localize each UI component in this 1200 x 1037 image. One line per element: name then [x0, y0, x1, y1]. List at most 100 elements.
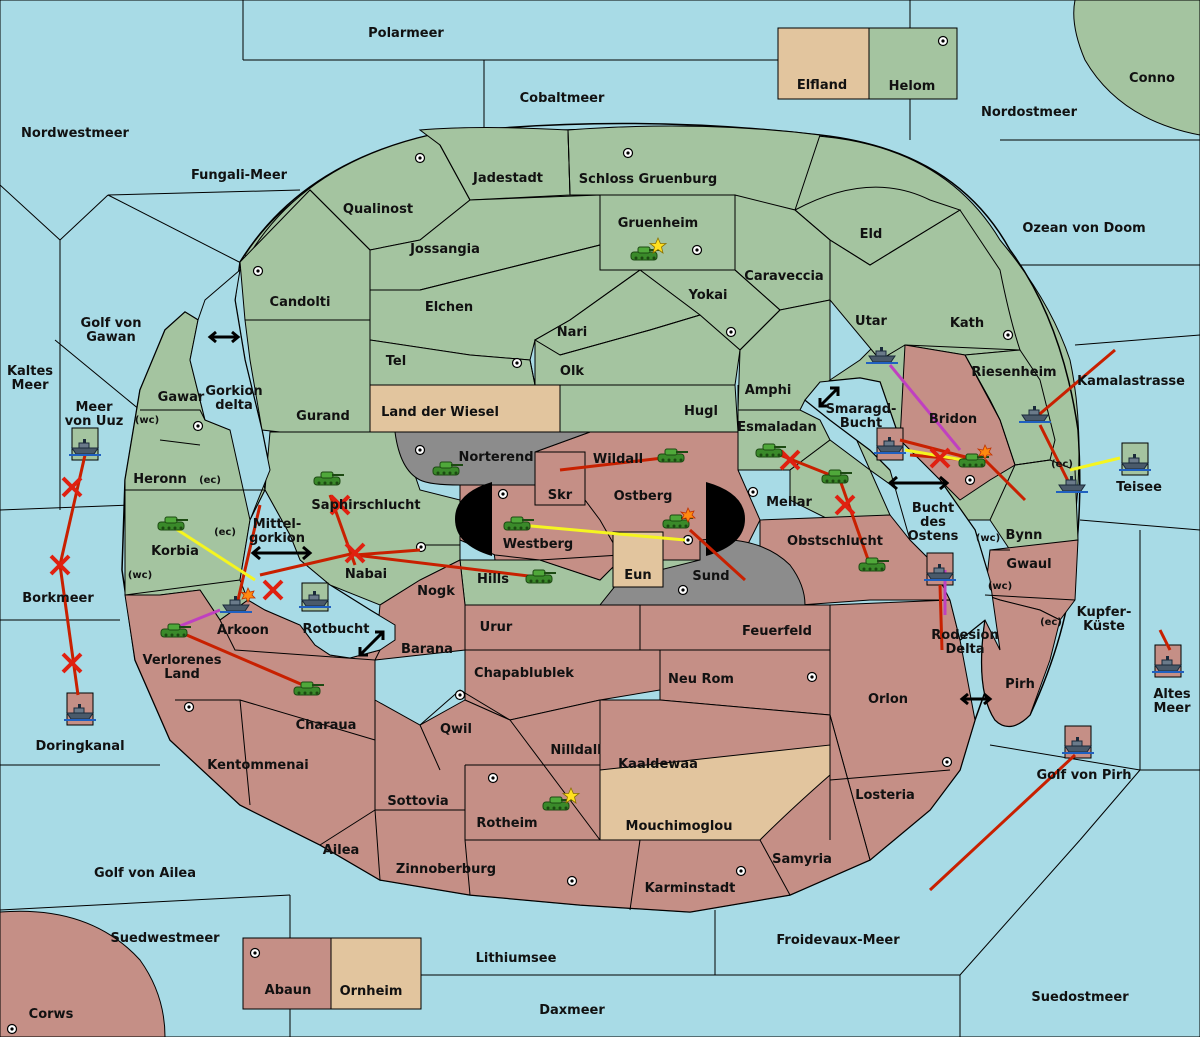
region-ornheim[interactable] — [330, 937, 422, 1010]
double-arrow-icon — [358, 630, 385, 657]
label-schloss-gruenburg: Schloss Gruenburg — [579, 172, 717, 187]
supply-center-icon — [511, 357, 523, 369]
label-eld: Eld — [860, 227, 883, 242]
region-eun[interactable] — [612, 531, 664, 588]
coast-label-wc: (wc) — [976, 533, 1000, 544]
label-helom: Helom — [889, 79, 936, 94]
double-arrow-icon — [818, 386, 840, 408]
label-froidevaux-meer: Froidevaux-Meer — [776, 933, 900, 948]
label-golf-von-pirh: Golf von Pirh — [1036, 768, 1131, 783]
supply-center-icon — [937, 35, 949, 47]
label-ornheim: Ornheim — [340, 984, 403, 999]
region-conno[interactable] — [1073, 0, 1200, 136]
label-daxmeer: Daxmeer — [539, 1003, 605, 1018]
label-teisee: Teisee — [1116, 480, 1162, 495]
label-golf-von-ailea: Golf von Ailea — [94, 866, 196, 881]
label-skr: Skr — [548, 488, 573, 503]
double-arrow-icon — [959, 692, 993, 706]
supply-center-icon — [622, 147, 634, 159]
label-nabai: Nabai — [345, 567, 387, 582]
coast-label-wc: (wc) — [128, 570, 152, 581]
supply-center-icon — [725, 326, 737, 338]
label-arkoon: Arkoon — [217, 623, 269, 638]
label-olk: Olk — [560, 364, 585, 379]
label-qwil: Qwil — [440, 722, 472, 737]
label-caraveccia: Caraveccia — [744, 269, 823, 284]
coast-labels: (wc) (ec) (ec) (wc) (ec) (wc) (wc) (ec) — [128, 415, 1073, 628]
label-jadestadt: Jadestadt — [472, 171, 543, 186]
label-utar: Utar — [855, 314, 888, 329]
label-nogk: Nogk — [417, 584, 455, 599]
double-arrow-icon — [207, 330, 241, 344]
label-qualinost: Qualinost — [343, 202, 413, 217]
label-nilldall: Nilldall — [550, 743, 601, 758]
supply-center-icon — [6, 1023, 18, 1035]
label-samyria: Samyria — [772, 852, 832, 867]
supply-center-icon — [183, 701, 195, 713]
label-mittelgorkion: Mittel-gorkion — [249, 517, 305, 546]
supply-center-icon — [691, 244, 703, 256]
label-rotheim: Rotheim — [476, 816, 537, 831]
label-pirh: Pirh — [1005, 677, 1035, 692]
supply-center-icon — [964, 474, 976, 486]
label-yokai: Yokai — [687, 288, 727, 303]
supply-center-icon — [806, 671, 818, 683]
label-hugl: Hugl — [684, 404, 718, 419]
supply-center-icon — [487, 772, 499, 784]
region-elfland[interactable] — [777, 27, 870, 100]
label-bridon: Bridon — [929, 412, 977, 427]
label-hills: Hills — [477, 572, 509, 587]
label-corws: Corws — [29, 1007, 74, 1022]
coast-label-wc: (wc) — [135, 415, 159, 426]
label-kamalastrasse: Kamalastrasse — [1077, 374, 1185, 389]
region-pirh[interactable] — [981, 594, 1061, 727]
label-westberg: Westberg — [503, 537, 573, 552]
label-barana: Barana — [401, 642, 453, 657]
supply-center-icon — [497, 488, 509, 500]
supply-center-icon — [249, 947, 261, 959]
label-ostberg: Ostberg — [614, 489, 673, 504]
label-urur: Urur — [480, 620, 513, 635]
label-losteria: Losteria — [855, 788, 915, 803]
label-korbia: Korbia — [151, 544, 199, 559]
label-suedwestmeer: Suedwestmeer — [110, 931, 220, 946]
coast-label-ec: (ec) — [214, 527, 236, 538]
label-jossangia: Jossangia — [409, 242, 480, 257]
label-gwaul: Gwaul — [1006, 557, 1051, 572]
label-nordwestmeer: Nordwestmeer — [21, 126, 129, 141]
label-eun: Eun — [624, 568, 651, 583]
supply-center-icon — [1002, 329, 1014, 341]
label-ozean-von-doom: Ozean von Doom — [1022, 221, 1145, 236]
label-wildall: Wildall — [593, 452, 643, 467]
label-conno: Conno — [1129, 71, 1175, 86]
region-corws[interactable] — [0, 910, 166, 1037]
supply-center-icon — [747, 486, 759, 498]
label-sottovia: Sottovia — [387, 794, 448, 809]
label-gawar: Gawar — [158, 390, 205, 405]
label-sund: Sund — [692, 569, 729, 584]
supply-center-icon — [454, 689, 466, 701]
label-neu-rom: Neu Rom — [668, 672, 734, 687]
passage-markers — [207, 330, 993, 706]
label-nari: Nari — [557, 325, 588, 340]
region-gruenheim[interactable] — [599, 194, 736, 271]
coast-label-ec: (ec) — [1051, 459, 1073, 470]
tunnel-east-cap — [706, 482, 745, 556]
label-suedostmeer: Suedostmeer — [1031, 990, 1129, 1005]
label-elchen: Elchen — [425, 300, 473, 315]
tunnel-west-cap — [455, 482, 492, 556]
label-heronn: Heronn — [133, 472, 187, 487]
sea-gorkion-delta[interactable] — [189, 268, 271, 522]
label-elfland: Elfland — [797, 78, 847, 93]
label-gruenheim: Gruenheim — [618, 216, 698, 231]
